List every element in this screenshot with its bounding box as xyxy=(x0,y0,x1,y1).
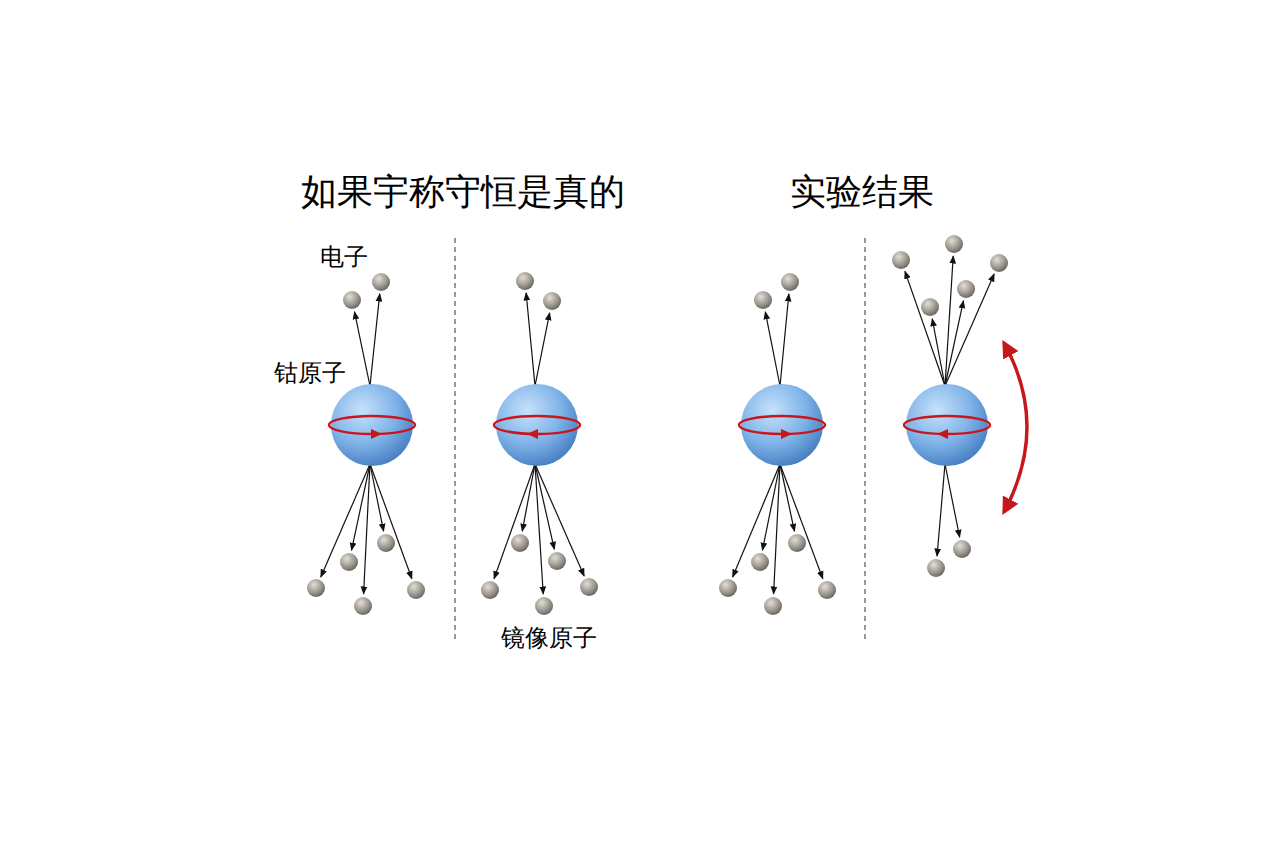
electron xyxy=(377,534,395,552)
electron xyxy=(818,581,836,599)
electron xyxy=(516,272,534,290)
emission-arrow xyxy=(780,464,823,579)
emission-arrow xyxy=(370,294,380,386)
emission-arrow xyxy=(370,464,412,579)
emission-arrow xyxy=(945,301,963,386)
emission-arrow xyxy=(932,319,945,386)
cobalt-panel xyxy=(719,273,836,615)
electron xyxy=(407,581,425,599)
emission-arrow xyxy=(780,294,789,386)
emission-arrow xyxy=(765,312,780,386)
emission-arrow xyxy=(945,464,960,537)
cobalt-atom xyxy=(496,384,578,466)
emission-arrow xyxy=(905,271,945,386)
electron xyxy=(307,579,325,597)
electron xyxy=(754,291,772,309)
emission-arrow xyxy=(364,464,370,594)
electron xyxy=(343,291,361,309)
electron xyxy=(543,292,561,310)
electron xyxy=(927,559,945,577)
electron xyxy=(764,597,782,615)
part-label: 钴原子 xyxy=(274,360,346,386)
part-label: 镜像原子 xyxy=(501,625,597,651)
emission-arrow xyxy=(522,464,535,531)
electron xyxy=(719,579,737,597)
electron xyxy=(945,235,963,253)
electron xyxy=(481,581,499,599)
part-label: 电子 xyxy=(320,244,368,270)
electron xyxy=(535,597,553,615)
cobalt-panel xyxy=(307,273,425,615)
cobalt-atom xyxy=(331,384,413,466)
electron xyxy=(921,298,939,316)
electron xyxy=(511,534,529,552)
emission-arrow xyxy=(352,464,370,550)
flip-arrow xyxy=(1004,343,1027,512)
cobalt-panel xyxy=(892,235,1008,577)
mirror-line xyxy=(865,238,866,642)
heading: 如果宇称守恒是真的 xyxy=(301,172,625,212)
electron xyxy=(354,597,372,615)
electron xyxy=(751,553,769,571)
spin-arrowhead xyxy=(937,429,948,439)
spin-arrowhead xyxy=(781,429,792,439)
emission-arrow xyxy=(535,313,550,386)
electron xyxy=(957,280,975,298)
emission-arrow xyxy=(733,464,780,577)
emission-arrow xyxy=(937,464,945,556)
emission-arrow xyxy=(535,464,584,576)
electron xyxy=(340,553,358,571)
emission-arrow xyxy=(945,274,994,386)
mirror-line xyxy=(455,238,456,642)
electron xyxy=(580,578,598,596)
electron xyxy=(781,273,799,291)
emission-arrow xyxy=(526,293,535,386)
electron xyxy=(990,254,1008,272)
spin-arrowhead xyxy=(371,429,382,439)
emission-arrow xyxy=(494,464,535,579)
electron xyxy=(788,534,806,552)
emission-arrow xyxy=(774,464,780,594)
cobalt-atom xyxy=(741,384,823,466)
emission-arrow xyxy=(354,312,370,386)
cobalt-atom xyxy=(906,384,988,466)
emission-arrow xyxy=(370,464,384,531)
spin-arrowhead xyxy=(527,429,538,439)
electron xyxy=(372,273,390,291)
electron xyxy=(548,552,566,570)
heading: 实验结果 xyxy=(790,172,934,212)
electron xyxy=(953,540,971,558)
cobalt-panel xyxy=(481,272,598,615)
electron xyxy=(892,251,910,269)
emission-arrow xyxy=(321,464,370,577)
emission-arrow xyxy=(535,464,554,549)
